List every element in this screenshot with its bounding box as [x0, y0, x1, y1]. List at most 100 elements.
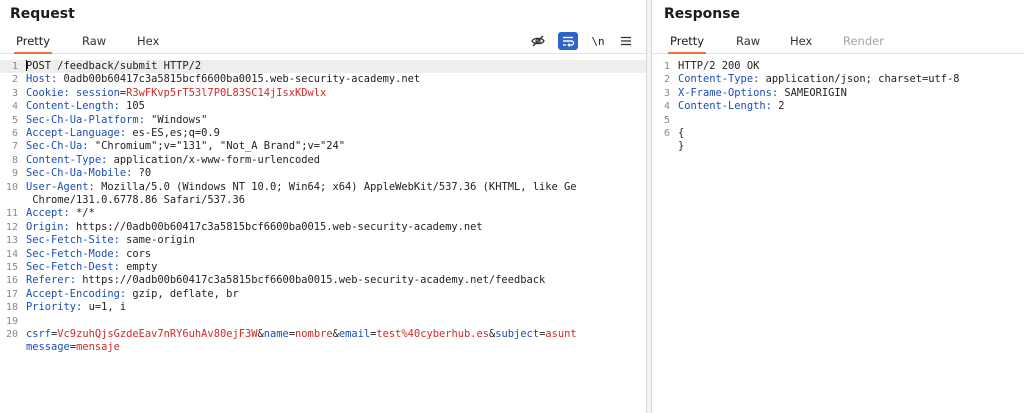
cookie-value: R3wFKvp5rT53l7P0L83SC14jIsxKDwlx	[126, 86, 327, 99]
eye-off-icon[interactable]	[528, 32, 548, 50]
line-number: 14	[5, 248, 18, 260]
line-number: 10	[5, 181, 18, 193]
header-value: 0adb00b60417c3a5815bcf6600ba0015.web-sec…	[57, 73, 421, 86]
header-value: 105	[119, 100, 145, 113]
param-name: name	[263, 328, 289, 340]
code-line[interactable]: 16 Referer: https://0adb00b60417c3a5815bc…	[0, 274, 646, 287]
code-text: Cookie: session=R3wFKvp5rT53l7P0L83SC14j…	[26, 87, 646, 100]
line-number: 5	[663, 114, 670, 126]
header-name: X-Frame-Options:	[678, 86, 779, 99]
header-name: Accept-Language:	[26, 127, 127, 139]
code-text: Content-Type: application/x-www-form-url…	[26, 154, 646, 167]
line-text: HTTP/2 200 OK	[678, 60, 760, 72]
code-text: Sec-Fetch-Site: same-origin	[26, 234, 646, 247]
code-line[interactable]: 15 Sec-Fetch-Dest: empty	[0, 261, 646, 274]
code-text: Content-Length: 105	[26, 100, 646, 113]
response-tab-raw[interactable]: Raw	[736, 34, 761, 48]
code-text: Origin: https://0adb00b60417c3a5815bcf66…	[26, 221, 646, 234]
line-number: 17	[5, 288, 18, 300]
param-value: asunt	[545, 328, 577, 340]
code-text: HTTP/2 200 OK	[678, 60, 1024, 73]
request-tab-raw[interactable]: Raw	[82, 34, 107, 48]
header-value: https://0adb00b60417c3a5815bcf6600ba0015…	[76, 274, 546, 287]
code-punctuation: =	[51, 328, 58, 340]
code-text: {	[678, 127, 1024, 140]
response-tab-pretty[interactable]: Pretty	[668, 34, 707, 54]
code-punctuation: &	[332, 328, 339, 340]
code-text: Referer: https://0adb00b60417c3a5815bcf6…	[26, 274, 646, 287]
hamburger-menu-icon[interactable]	[616, 32, 636, 50]
wrap-lines-icon[interactable]	[558, 32, 578, 50]
param-name: csrf	[26, 328, 52, 340]
code-text: Sec-Fetch-Dest: empty	[26, 261, 646, 274]
line-number: 8	[11, 154, 18, 166]
code-text: Sec-Ch-Ua-Platform: "Windows"	[26, 114, 646, 127]
request-title: Request	[10, 6, 75, 22]
header-name: Origin:	[26, 220, 70, 233]
header-name: Sec-Ch-Ua-Platform:	[26, 113, 145, 126]
code-line[interactable]: Chrome/131.0.6778.86 Safari/537.36	[0, 194, 646, 207]
code-punctuation: =	[288, 328, 296, 340]
header-name: Sec-Ch-Ua-Mobile:	[26, 167, 133, 180]
header-name: Content-Length:	[26, 100, 120, 113]
code-line[interactable]: }	[652, 140, 1024, 153]
line-number: 15	[5, 262, 18, 273]
code-text: csrf=Vc9zuhQjsGzdeEav7nRY6uhAv80ejF3W&na…	[26, 328, 646, 341]
code-line[interactable]: 8 Content-Type: application/x-www-form-ur…	[0, 154, 646, 167]
request-tab-hex[interactable]: Hex	[137, 34, 160, 48]
code-text: Accept-Language: es-ES,es;q=0.9	[26, 127, 646, 140]
line-number: 9	[11, 168, 18, 180]
response-tab-render[interactable]: Render	[843, 34, 884, 48]
code-punctuation: &	[489, 328, 496, 340]
code-text: Accept: */*	[26, 207, 646, 220]
request-tab-pretty[interactable]: Pretty	[14, 34, 53, 54]
code-text: Sec-Ch-Ua: "Chromium";v="131", "Not_A Br…	[26, 140, 646, 153]
code-line[interactable]: 19	[0, 315, 646, 328]
line-number: 5	[11, 114, 18, 126]
code-text: }	[678, 140, 1024, 153]
cookie-name: session	[69, 86, 120, 99]
header-value: "Chromium";v="131", "Not_A Brand";v="24"	[88, 140, 346, 153]
code-text: Content-Length: 2	[678, 100, 1024, 113]
code-line[interactable]: 5	[652, 114, 1024, 127]
code-line[interactable]: 6{	[652, 127, 1024, 140]
header-name: Sec-Fetch-Mode:	[26, 247, 120, 260]
response-tab-hex[interactable]: Hex	[790, 34, 813, 48]
text-caret	[26, 60, 27, 71]
code-punctuation: =	[539, 328, 546, 340]
code-text: Priority: u=1, i	[26, 301, 646, 314]
header-name: Priority:	[26, 301, 83, 314]
code-line[interactable]: message=mensaje	[0, 341, 646, 354]
newline-icon[interactable]: \n	[591, 34, 605, 48]
code-line[interactable]: 9 Sec-Ch-Ua-Mobile: ?0	[0, 167, 646, 180]
code-line[interactable]: 5 Sec-Ch-Ua-Platform: "Windows"	[0, 114, 646, 127]
header-value: 2	[771, 100, 785, 113]
line-number: 16	[5, 275, 18, 287]
header-value: ?0	[132, 167, 152, 180]
pane-divider[interactable]	[646, 0, 652, 413]
code-text: POST /feedback/submit HTTP/2	[26, 60, 646, 73]
param-name: email	[338, 328, 371, 340]
request-toolbar: \n	[528, 32, 640, 52]
header-name: Sec-Ch-Ua:	[26, 140, 89, 153]
